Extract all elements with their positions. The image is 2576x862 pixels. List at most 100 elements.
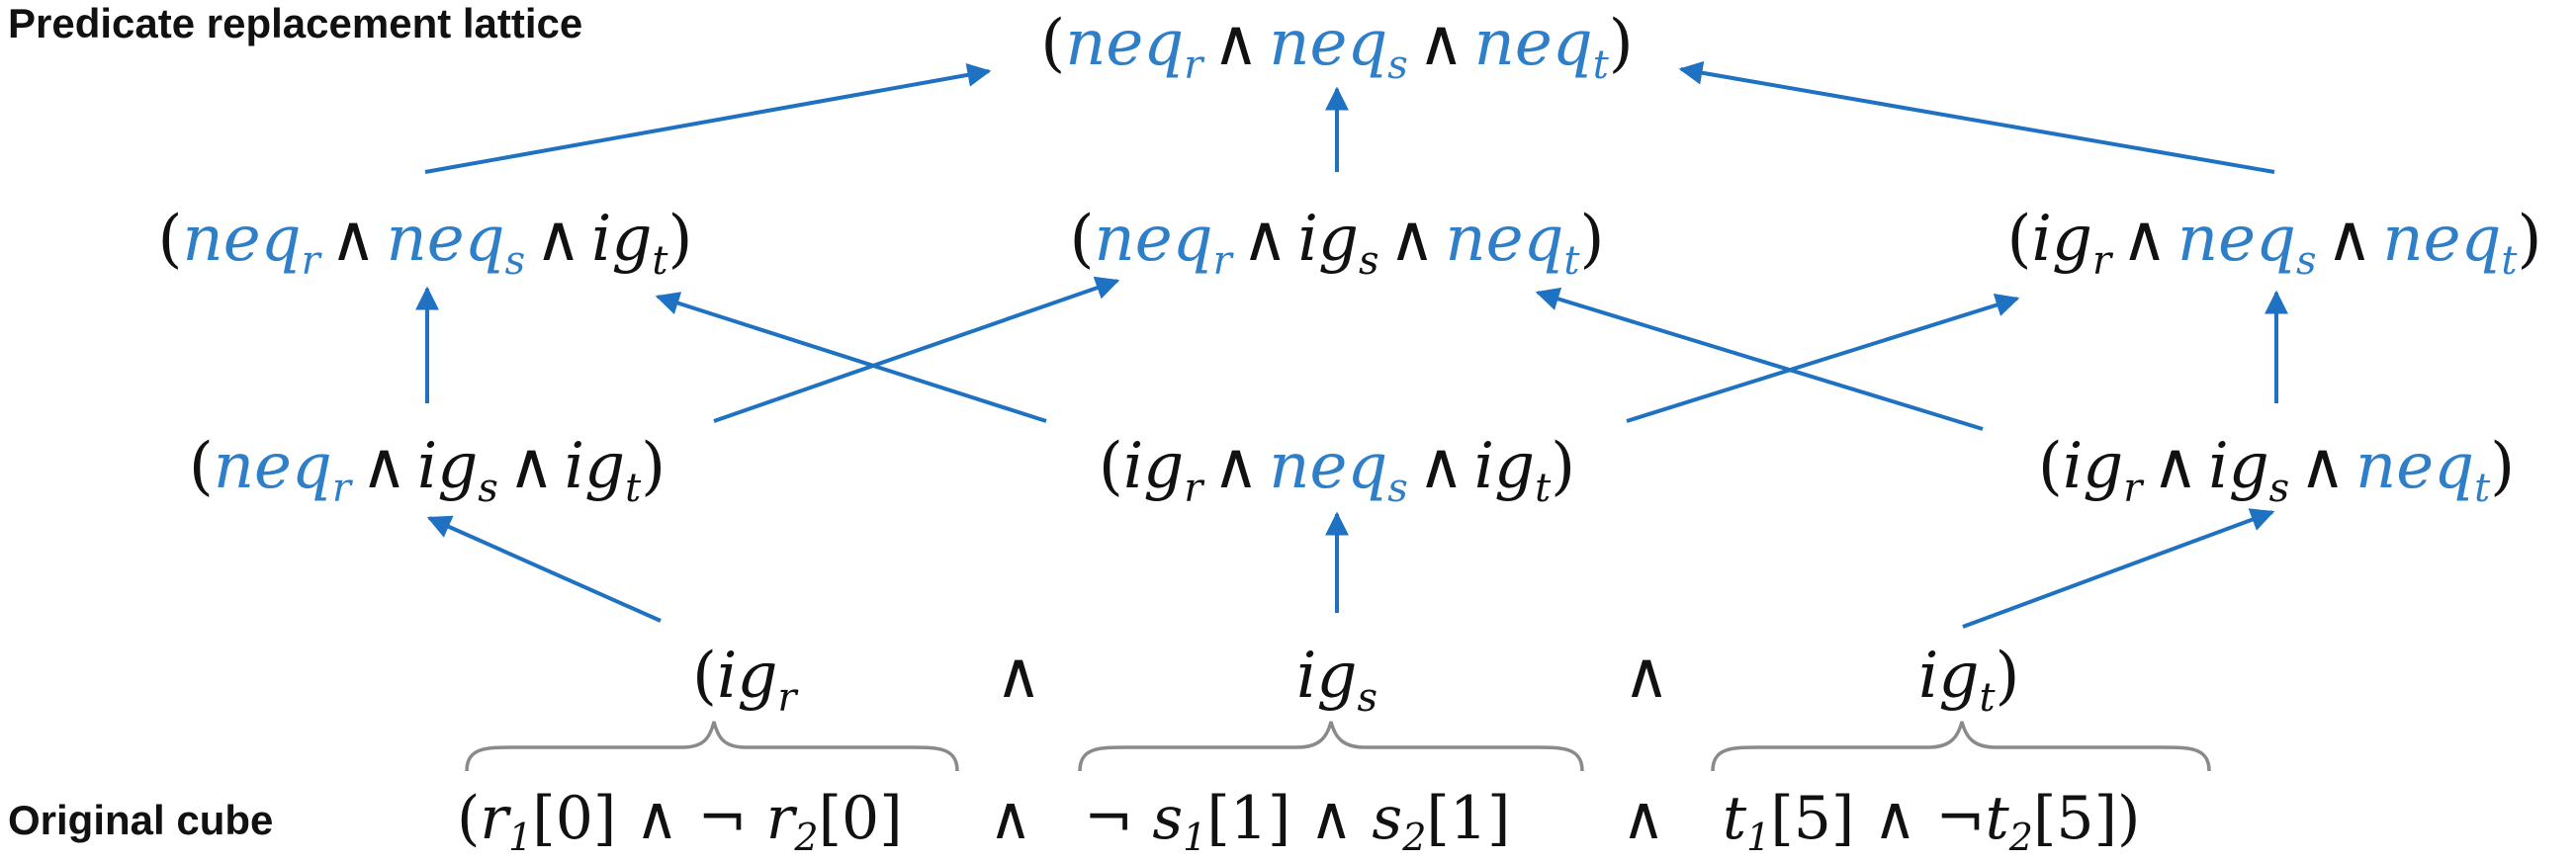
cube-lit-2-not: ¬ — [697, 784, 748, 853]
level1_left-term-2: igs — [416, 430, 498, 508]
cube-lit-1-idx: [0] — [532, 784, 617, 853]
edge-l1right-to-l2mid — [1535, 287, 1984, 431]
cube-close-paren: ) — [2116, 784, 2141, 853]
level2_mid-term-1-sub: r — [1212, 238, 1232, 284]
edge-l1mid-to-l2right — [1626, 294, 2020, 423]
level1_right-open-paren: ( — [2037, 430, 2063, 503]
cube-lit-5-sub: 1 — [1746, 816, 1771, 859]
level1_right-and-1: ∧ — [2152, 430, 2199, 503]
level1_left-term-3: igt — [565, 430, 642, 508]
edge-igr-to-l1left — [426, 515, 662, 623]
bottom-open-paren: ( — [692, 640, 717, 713]
level1_right-term-3: neqt — [2355, 430, 2490, 508]
level1_right-term-1-sub: r — [2123, 466, 2143, 511]
level1_right-term-2-sub: s — [2268, 466, 2290, 511]
level1_left-term-2-sub: s — [478, 466, 498, 511]
level2_left-term-1-sub: r — [301, 238, 320, 284]
level2_left-term-3: igt — [590, 203, 668, 281]
brace-t — [1711, 721, 2211, 772]
level1_left-open-paren: ( — [188, 430, 214, 503]
level2_right-term-3-sub: t — [2501, 238, 2518, 284]
cube-lit-2-idx: [0] — [818, 784, 903, 853]
top-term-1: neqr — [1065, 7, 1202, 85]
cube-lit-1-sub: 1 — [508, 816, 533, 859]
edge-l1mid-to-l2left — [655, 292, 1047, 423]
level2_mid-term-2-name: ig — [1297, 203, 1359, 276]
bottom-term-t-name: ig — [1918, 640, 1980, 713]
level1_mid-term-1-name: ig — [1122, 430, 1185, 503]
level2_mid-term-1-name: neq — [1094, 203, 1213, 276]
level1_mid-term-2: neqs — [1269, 430, 1408, 508]
lattice-node-level1-mid: (igr∧neqs∧igt) — [1099, 435, 1575, 508]
level1_mid-term-1-sub: r — [1184, 466, 1203, 511]
level1_left-term-2-name: ig — [416, 430, 479, 503]
level1_mid-and-1: ∧ — [1212, 430, 1260, 503]
level2_mid-and-1: ∧ — [1241, 203, 1288, 276]
top-term-3-sub: t — [1592, 43, 1609, 88]
bottom-term-r-name: ig — [716, 640, 778, 713]
top-open-paren: ( — [1040, 7, 1066, 80]
cube-lit-4-idx: [1] — [1426, 784, 1511, 853]
cube-lit-6-var: t — [1985, 784, 2009, 853]
top-term-2-sub: s — [1387, 43, 1408, 88]
level2_left-and-1: ∧ — [329, 203, 377, 276]
level2_right-term-3-name: neq — [2382, 203, 2502, 276]
top-term-3: neqt — [1473, 7, 1609, 85]
bottom-and-2: ∧ — [1623, 640, 1670, 713]
level1_mid-close-paren: ) — [1551, 430, 1576, 503]
level1_mid-and-2: ∧ — [1417, 430, 1465, 503]
level2_left-term-3-sub: t — [652, 238, 668, 284]
level2_left-term-3-name: ig — [590, 203, 653, 276]
level2_left-close-paren: ) — [667, 203, 693, 276]
level2_mid-term-3: neqt — [1445, 203, 1579, 281]
level2_mid-term-1: neqr — [1094, 203, 1232, 281]
level1_mid-term-3: igt — [1474, 430, 1552, 508]
level2_left-term-2-sub: s — [504, 238, 526, 284]
level2_left-term-2-name: neq — [386, 203, 505, 276]
level2_left-term-1-name: neq — [182, 203, 302, 276]
cube-lit-2-sub: 2 — [794, 816, 819, 859]
lattice-node-level1-right: (igr∧igs∧neqt) — [2038, 435, 2515, 508]
level2_left-term-2: neqs — [386, 203, 526, 281]
level1_mid-term-3-sub: t — [1535, 466, 1552, 511]
bottom-term-r: (igr — [692, 645, 797, 718]
cube-lit-6-not: ¬ — [1935, 784, 1986, 853]
level2_left-open-paren: ( — [157, 203, 183, 276]
cube-lit-3-var: s — [1152, 784, 1184, 853]
lattice-node-top: (neqr∧neqs∧neqt) — [1040, 12, 1634, 85]
cube-open-paren: ( — [457, 784, 481, 853]
lattice-node-level2-right: (igr∧neqs∧neqt) — [2007, 208, 2542, 281]
cube-lit-2-var: r — [765, 784, 795, 853]
level1_right-term-3-name: neq — [2355, 430, 2475, 503]
level2_right-and-2: ∧ — [2326, 203, 2373, 276]
level1_left-term-1: neqr — [214, 430, 351, 508]
brace-s — [1078, 721, 1584, 772]
lattice-node-level2-left: (neqr∧neqs∧igt) — [158, 208, 693, 281]
level1_right-close-paren: ) — [2490, 430, 2516, 503]
level2_right-term-2-name: neq — [2176, 203, 2296, 276]
top-term-1-name: neq — [1065, 7, 1185, 80]
top-and-2: ∧ — [1417, 7, 1465, 80]
top-term-3-name: neq — [1473, 7, 1593, 80]
level2_right-term-1: igr — [2032, 203, 2112, 281]
bottom-term-r-sub: r — [777, 675, 797, 721]
level2_mid-term-2: igs — [1297, 203, 1379, 281]
level2_right-close-paren: ) — [2517, 203, 2542, 276]
lattice-title: Predicate replacement lattice — [8, 0, 583, 46]
level1_right-and-2: ∧ — [2299, 430, 2347, 503]
cube-and-outer-1: ∧ — [989, 784, 1032, 853]
cube-and-inner-3: ∧ — [1873, 784, 1917, 853]
level2_mid-open-paren: ( — [1069, 203, 1095, 276]
level2_mid-and-2: ∧ — [1388, 203, 1436, 276]
bottom-term-t: igt) — [1918, 645, 2019, 718]
level1_mid-term-1: igr — [1122, 430, 1203, 508]
level1_left-and-1: ∧ — [361, 430, 407, 503]
lattice-node-level2-mid: (neqr∧igs∧neqt) — [1070, 208, 1605, 281]
edge-igt-to-l1right — [1962, 508, 2275, 629]
edge-l1left-to-l2mid — [713, 276, 1120, 423]
bottom-close-paren: ) — [1995, 640, 2020, 713]
level2_mid-close-paren: ) — [1579, 203, 1605, 276]
level2_right-term-3: neqt — [2382, 203, 2517, 281]
